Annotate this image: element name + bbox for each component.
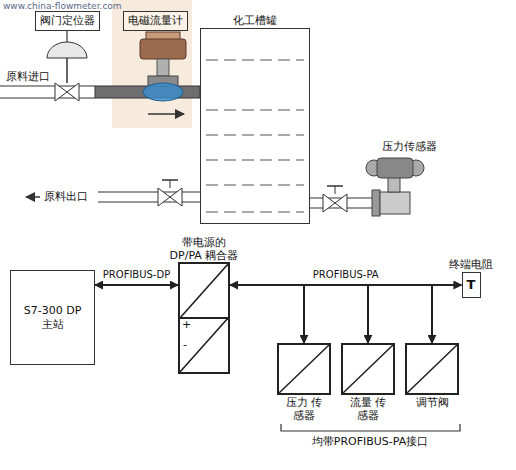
node-text: 阀门定位器 <box>40 14 95 27</box>
outlet-valve <box>158 188 182 206</box>
sensor-flange <box>372 190 380 216</box>
text-holder: 电磁流量计 <box>124 12 187 30</box>
liquid-line <box>206 110 304 111</box>
sensor-head <box>377 158 413 178</box>
bus-connector <box>230 285 432 343</box>
liquid-line <box>206 160 304 161</box>
node-text: T <box>467 277 476 293</box>
pipe-wall <box>98 191 200 192</box>
pipe-wall <box>98 201 200 202</box>
diagonal-line <box>180 318 228 372</box>
node-heading: 终端电阻 <box>449 258 493 271</box>
sensor-body <box>380 192 410 214</box>
bracket-label: 均带PROFIBUS-PA接口 <box>312 435 429 448</box>
polarity-mark: + <box>182 318 191 331</box>
sensor-label: 压力传感器 <box>382 140 437 153</box>
outlet-arrow <box>26 196 40 198</box>
node-heading: 化工槽罐 <box>233 14 277 27</box>
tank-vessel: 化工槽罐 <box>200 28 310 224</box>
positioner-link <box>66 30 67 42</box>
diagonal-line <box>279 345 329 393</box>
pipe-wall <box>0 85 95 86</box>
label-box: 电磁流量计 <box>123 11 188 31</box>
device-box: 流量 传感器 <box>341 343 395 395</box>
bus-label: PROFIBUS-PA <box>311 269 381 281</box>
terminator-box: 终端电阻T <box>462 272 481 298</box>
node-heading: 调节阀 <box>410 396 454 409</box>
bus-connector <box>230 285 368 343</box>
valve-stem <box>66 58 68 83</box>
watermark: www.china-flowmeter.com <box>3 1 122 12</box>
meter-electrode <box>143 83 183 101</box>
diagonal-line <box>343 345 393 393</box>
valve-actuator <box>47 42 87 58</box>
valve-stem <box>170 180 171 188</box>
liquid-level <box>206 60 304 212</box>
diagonal-symbol <box>407 345 457 393</box>
label-box: 阀门定位器 <box>35 11 100 31</box>
inlet-label: 原料进口 <box>6 70 50 83</box>
polarity-mark: - <box>183 338 187 351</box>
bus-label: PROFIBUS-DP <box>101 269 172 281</box>
diagonal-line <box>407 345 457 393</box>
master-station: S7-300 DP主站 <box>10 270 95 365</box>
outlet-label: 原料出口 <box>44 190 88 203</box>
sensor-valve <box>323 194 347 212</box>
control-valve <box>55 83 79 101</box>
bus-connector <box>95 284 178 286</box>
bus-connector <box>230 285 304 343</box>
pipe-wall <box>0 97 95 98</box>
meter-housing <box>140 39 186 59</box>
diagonal-symbol <box>343 345 393 393</box>
flow-arrow <box>148 113 184 115</box>
node-heading: 压力 传感器 <box>282 396 326 422</box>
liquid-line <box>206 212 304 213</box>
device-box: 调节阀 <box>405 343 459 395</box>
highlight-panel <box>112 0 192 128</box>
diagonal-line <box>180 264 228 318</box>
liquid-line <box>206 135 304 136</box>
group-bracket <box>281 424 460 431</box>
node-text: S7-300 DP主站 <box>22 304 84 330</box>
node-heading: 带电源的 DP/PA 耦合器 <box>166 236 242 262</box>
text-holder: T <box>463 273 480 297</box>
text-holder: S7-300 DP主站 <box>11 271 94 364</box>
node-heading: 流量 传感器 <box>346 396 390 422</box>
valve-handle <box>327 185 343 187</box>
text-holder: 阀门定位器 <box>36 12 99 30</box>
liquid-line <box>206 185 304 186</box>
valve-handle <box>162 179 178 181</box>
node-text: 电磁流量计 <box>128 14 183 27</box>
liquid-line <box>206 60 304 61</box>
diagonal-symbol <box>279 345 329 393</box>
valve-stem <box>335 186 336 194</box>
device-box: 压力 传感器 <box>277 343 331 395</box>
meter-neck <box>157 59 169 76</box>
